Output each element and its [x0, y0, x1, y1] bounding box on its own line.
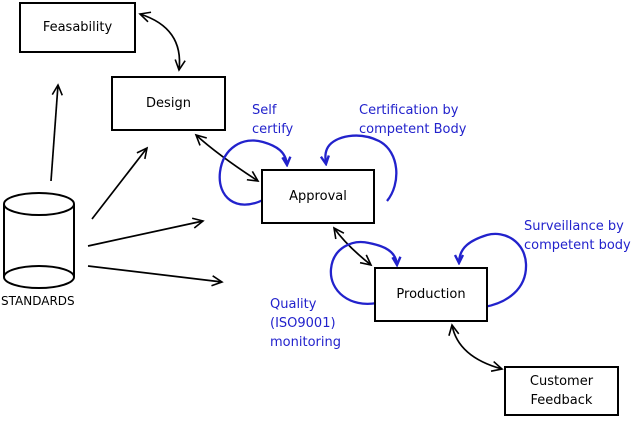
arrow-feasability-design: [138, 11, 186, 72]
label-certification: Certification by competent Body: [359, 103, 467, 137]
arrow-design-approval: [194, 133, 260, 182]
loop-surveillance: [459, 232, 528, 309]
node-feasability-label: Feasability: [42, 20, 113, 35]
label-standards: STANDARDS: [1, 294, 75, 308]
loop-certification: [325, 134, 398, 202]
arrow-standards-feasability: [50, 83, 63, 182]
loop-self-certify: [218, 139, 287, 206]
node-production-label: Production: [396, 287, 466, 302]
node-approval-label: Approval: [289, 189, 347, 204]
node-production: Production: [374, 267, 488, 322]
arrow-standards-production: [87, 265, 224, 287]
arrow-standards-approval: [87, 217, 205, 247]
node-customer-feedback: Customer Feedback: [504, 366, 619, 416]
node-customer-feedback-label: Customer Feedback: [529, 374, 594, 408]
node-approval: Approval: [261, 169, 375, 224]
cylinder-side-lines: [3, 204, 75, 277]
arrow-approval-production: [332, 226, 373, 267]
label-self-certify: Self certify: [252, 103, 294, 137]
node-design-label: Design: [146, 96, 191, 111]
cylinder-bottom-ellipse: [3, 265, 75, 289]
arrow-production-customer-feedback: [448, 323, 504, 372]
node-design: Design: [111, 76, 226, 131]
label-quality: Quality (ISO9001) monitoring: [270, 297, 341, 350]
arrow-standards-design: [91, 146, 149, 220]
label-surveillance: Surveillance by competent body: [524, 219, 631, 253]
loop-quality: [329, 240, 397, 306]
node-feasability: Feasability: [19, 2, 136, 53]
cylinder-top-ellipse: [3, 192, 75, 216]
standards-cylinder: [3, 192, 75, 289]
